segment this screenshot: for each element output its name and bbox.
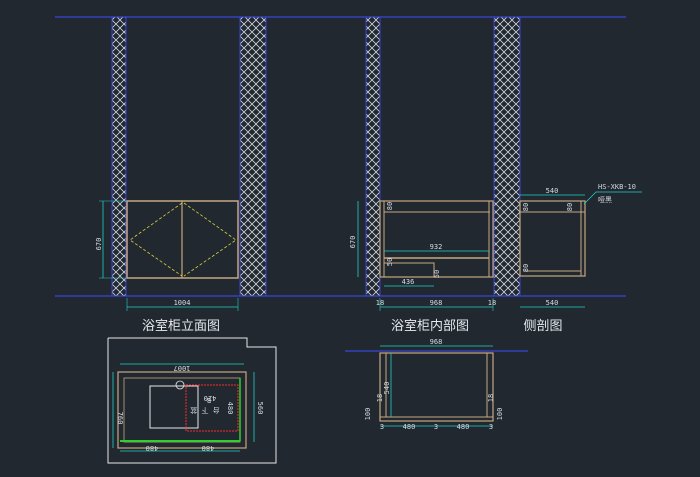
- door-swing-left: [129, 202, 183, 277]
- interior-inner-width: 932: [430, 243, 443, 251]
- wall-column-left: [111, 16, 127, 297]
- plan-bottom-left: 480: [146, 444, 159, 452]
- interior-overall-width: 968: [430, 299, 443, 307]
- inner-plan-view: 968 540 100 100 18 18 3 480 3 480 3: [345, 338, 528, 431]
- plan-top-width: 1007: [174, 364, 191, 372]
- plan-cabinet-inner: [123, 377, 241, 443]
- wall-column-right: [239, 16, 267, 297]
- interior-top-depth: 80: [386, 202, 394, 210]
- section-callout-finish: 哑黑: [598, 196, 612, 204]
- interior-side-left: 18: [376, 299, 384, 307]
- interior-shelf-width: 436: [402, 278, 415, 286]
- elev-height-dim: 670: [95, 238, 103, 251]
- interior-side-right: 18: [488, 299, 496, 307]
- plan-depth-right: 560: [256, 402, 264, 415]
- section-bottom-width: 540: [546, 299, 559, 307]
- plan-depth-left: 760: [116, 412, 124, 425]
- inner-plan-bottom-right: 480: [457, 423, 470, 431]
- interior-wall-left: [365, 16, 381, 297]
- section-cabinet-outline: [519, 200, 586, 277]
- section-top-width: 540: [546, 187, 559, 195]
- door-swing-right: [183, 202, 237, 277]
- section-view: 80 80 80 540 540 HS-XKB-10 哑黑 侧剖图: [519, 183, 642, 334]
- plan-bowl-w: 420: [204, 394, 217, 402]
- section-callout-code: HS-XKB-10: [598, 183, 636, 191]
- inner-plan-outline: [379, 352, 494, 422]
- plan-countertop: [117, 371, 247, 449]
- plan-view: 台 下 盆 B 420 480 1007 760 560 480 480: [107, 337, 277, 464]
- plan-mark-tag: B: [207, 396, 211, 404]
- section-label-b: 80: [566, 203, 574, 211]
- elevation-view: 670 1004 浴室柜立面图: [95, 16, 267, 334]
- interior-shelf-label-a: 50: [386, 258, 394, 266]
- interior-shelf-label-b: 50: [433, 270, 441, 278]
- section-callout-leader: [583, 191, 642, 205]
- inner-plan-bottom-a: 3: [380, 423, 384, 431]
- plan-bottom-right: 480: [202, 444, 215, 452]
- inner-plan-bottom-c: 3: [489, 423, 493, 431]
- elev-width-dim: 1004: [174, 299, 191, 307]
- elevation-title: 浴室柜立面图: [142, 318, 220, 334]
- interior-drawer: [383, 262, 435, 278]
- plan-bowl-d: 480: [226, 402, 234, 415]
- plan-basin: [149, 385, 199, 429]
- plan-room-outline: [107, 337, 277, 464]
- interior-height-dim: 670: [349, 236, 357, 249]
- section-label-c: 80: [522, 264, 530, 272]
- inner-plan-left-edge: 100: [364, 408, 372, 421]
- inner-plan-width: 968: [430, 338, 443, 346]
- section-label-a: 80: [522, 203, 530, 211]
- inner-plan-depth: 540: [383, 382, 391, 395]
- plan-faucet: [175, 380, 185, 390]
- interior-view: 80 50 50 670 932 436 18 968 18 浴室柜内部图: [349, 16, 521, 334]
- inner-plan-bottom-b: 3: [434, 423, 438, 431]
- inner-plan-bottom-left: 480: [403, 423, 416, 431]
- inner-plan-right-mid: 18: [487, 394, 495, 402]
- interior-wall-right: [493, 16, 521, 297]
- inner-plan-right-edge: 100: [496, 408, 504, 421]
- plan-mark-text: 台 下 盆: [190, 406, 219, 415]
- section-title: 侧剖图: [523, 319, 562, 334]
- plan-undermount-highlight: [185, 384, 239, 432]
- interior-title: 浴室柜内部图: [391, 318, 469, 334]
- interior-cabinet-outline: [379, 200, 494, 278]
- inner-plan-left-mid: 18: [376, 394, 384, 402]
